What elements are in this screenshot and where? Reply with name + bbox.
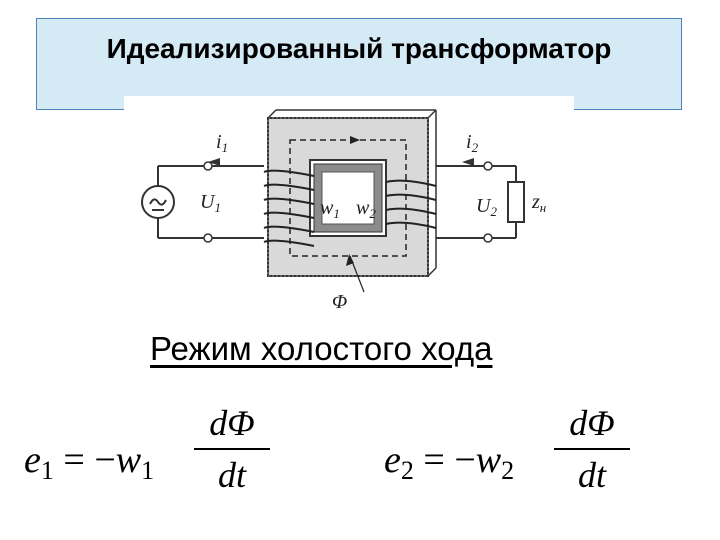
equation-2-lhs: e2 = −w2 [384,439,515,485]
page-title: Идеализированный трансформатор [106,33,612,64]
i2-arrow-icon [462,158,474,166]
flux-path [289,136,407,293]
subtitle: Режим холостого хода [150,330,493,367]
transformer-diagram: i1 U1 w1 w2 i2 U2 zн Φ [124,96,574,322]
label-i2: i2 [466,131,479,155]
equation-1-lhs: e1 = −w1 [24,439,155,485]
secondary-circuit [436,165,525,239]
label-u1: U1 [200,191,221,215]
primary-winding [263,169,315,247]
primary-terminals [203,161,213,243]
secondary-winding [385,179,437,229]
equation-1: e1 = −w1 dΦ dt [24,402,324,512]
label-phi: Φ [332,291,347,313]
label-w2: w2 [356,197,376,221]
equation-2-fraction: dΦ dt [552,402,632,496]
secondary-terminals [483,161,493,243]
i1-arrow-icon [208,158,220,166]
equation-1-fraction: dΦ dt [192,402,272,496]
label-zn: zн [531,191,546,215]
label-w1: w1 [320,197,340,221]
label-i1: i1 [216,131,228,155]
title-box: Идеализированный трансформатор [36,18,682,110]
label-u2: U2 [476,195,497,219]
equation-2: e2 = −w2 dΦ dt [384,402,684,512]
transformer-core [267,109,437,277]
